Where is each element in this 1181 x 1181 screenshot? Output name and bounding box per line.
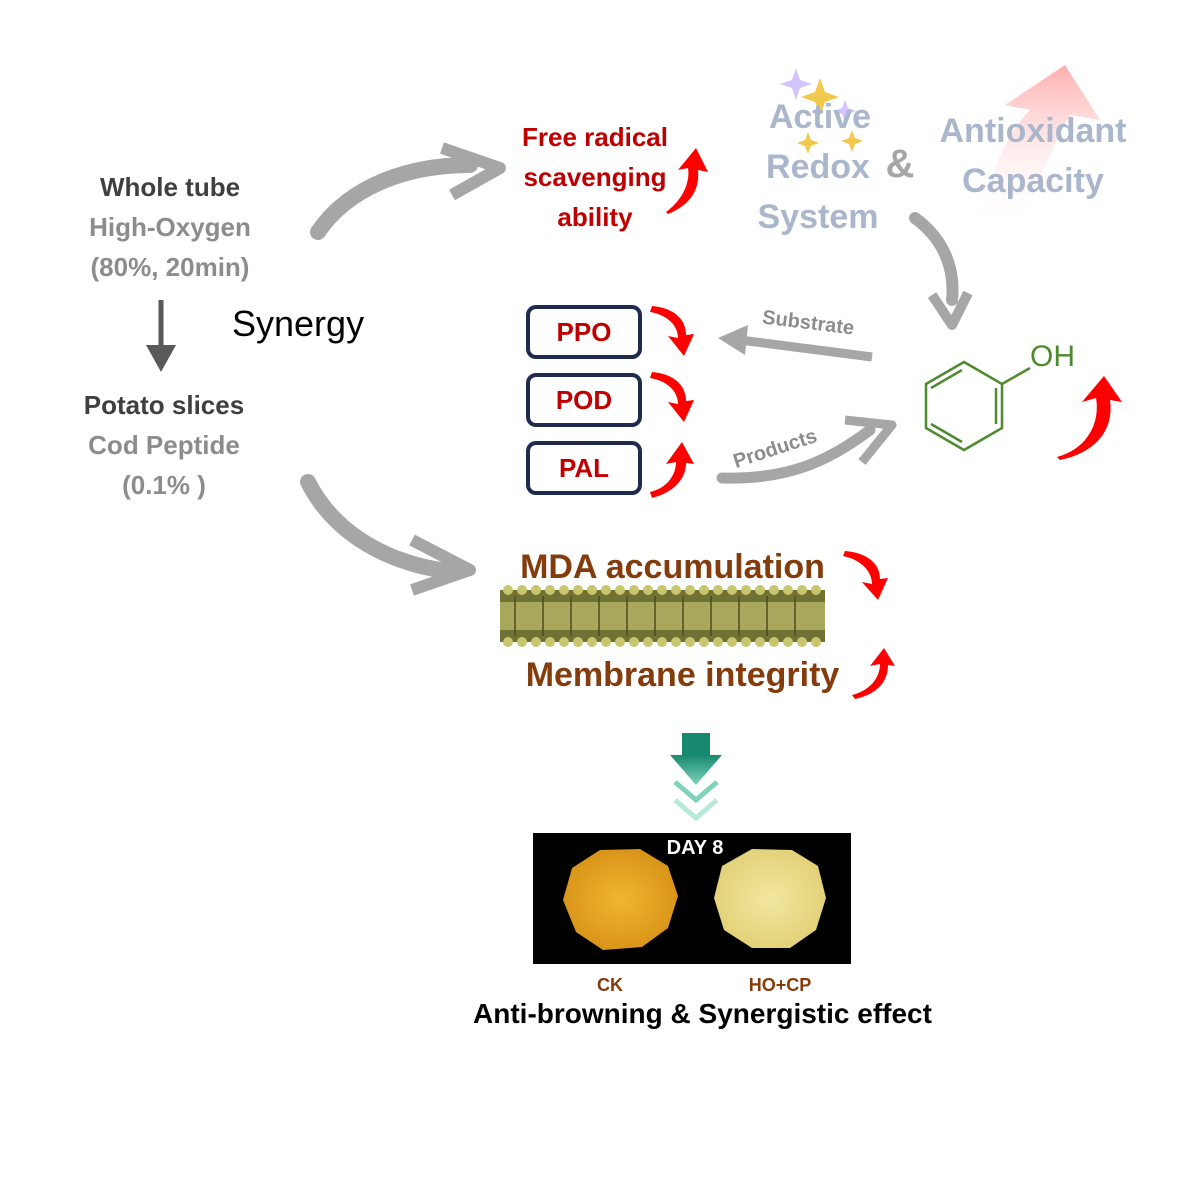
conclusion-label: Anti-browning & Synergistic effect	[473, 998, 932, 1029]
day-label: DAY 8	[666, 837, 724, 859]
curved-arrow-to-free-radical	[310, 157, 478, 240]
treatment2-line2: (0.1% )	[122, 470, 206, 500]
potato-slices-photo	[533, 833, 851, 964]
red-up-arrow-icon	[1057, 376, 1122, 460]
products-arrow	[716, 424, 876, 484]
membrane-bilayer-image	[500, 585, 825, 647]
treatment2-line1: Cod Peptide	[88, 430, 240, 460]
redox-line3: System	[757, 198, 879, 236]
enzyme-label: POD	[555, 384, 613, 415]
mda-accumulation-label: MDA accumulation	[520, 548, 825, 586]
free-radical-line1: Free radical	[522, 122, 668, 152]
ck-label: CK	[597, 975, 623, 995]
treatment2-title: Potato slices	[83, 390, 245, 420]
substrate-arrow	[718, 325, 873, 362]
synergy-label: Synergy	[232, 303, 365, 344]
enzyme-box-ppo: PPO	[526, 305, 642, 359]
red-down-arrow-icon	[650, 306, 694, 356]
curved-arrow-to-phenol	[909, 212, 959, 306]
redox-line1: Active	[768, 98, 872, 136]
phenol-structure-icon	[924, 360, 1031, 452]
membrane-integrity-label: Membrane integrity	[525, 656, 840, 694]
sparkle-icon	[780, 68, 856, 122]
ho-cp-label: HO+CP	[748, 975, 812, 995]
red-up-arrow-icon	[852, 648, 895, 699]
phenol-oh-label: OH	[1030, 340, 1075, 373]
free-radical-line2: scavenging	[523, 162, 667, 192]
redox-line2: Redox	[766, 148, 870, 186]
teal-down-arrow-icon	[670, 733, 722, 822]
antioxidant-line1: Antioxidant	[939, 112, 1127, 150]
down-arrow-icon	[146, 300, 176, 372]
red-down-arrow-icon	[650, 372, 694, 422]
enzyme-box-pod: POD	[526, 373, 642, 427]
antioxidant-up-arrow-icon	[975, 65, 1100, 230]
red-up-arrow-icon	[650, 442, 694, 498]
red-up-arrow-icon	[666, 148, 708, 214]
curved-arrow-to-mda	[300, 474, 463, 580]
enzyme-label: PPO	[556, 316, 612, 347]
antioxidant-line2: Capacity	[962, 162, 1104, 200]
treatment1-title: Whole tube	[99, 172, 241, 202]
enzyme-label: PAL	[558, 452, 610, 483]
enzyme-box-pal: PAL	[526, 441, 642, 495]
treatment1-line1: High-Oxygen	[89, 212, 251, 242]
treatment1-line2: (80%, 20min)	[90, 252, 250, 282]
red-down-arrow-icon	[843, 551, 888, 600]
ampersand: &	[885, 142, 915, 186]
free-radical-line3: ability	[557, 202, 633, 232]
sparkle-icon	[797, 78, 863, 154]
